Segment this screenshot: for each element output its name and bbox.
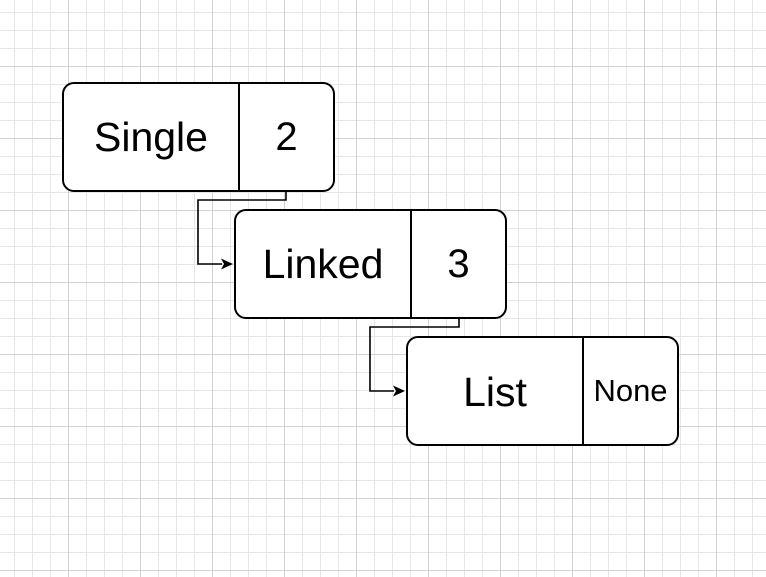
- node-data-cell: List: [408, 338, 584, 444]
- node-next-cell: 3: [412, 211, 505, 317]
- node-next-cell: None: [584, 338, 677, 444]
- node-data-cell: Linked: [236, 211, 412, 317]
- list-node-2[interactable]: Linked 3: [234, 209, 507, 319]
- node-next-label: 2: [275, 114, 298, 159]
- node-next-label: 3: [447, 241, 470, 286]
- edge-single-to-linked: [197, 191, 287, 265]
- list-node-1[interactable]: Single 2: [62, 82, 335, 192]
- edge-linked-to-list: [369, 318, 460, 392]
- node-data-label: Single: [94, 113, 208, 160]
- node-next-cell: 2: [240, 84, 333, 190]
- list-node-3[interactable]: List None: [406, 336, 679, 446]
- node-data-cell: Single: [64, 84, 240, 190]
- node-next-label: None: [593, 373, 668, 408]
- node-data-label: Linked: [262, 240, 384, 287]
- node-data-label: List: [463, 368, 527, 415]
